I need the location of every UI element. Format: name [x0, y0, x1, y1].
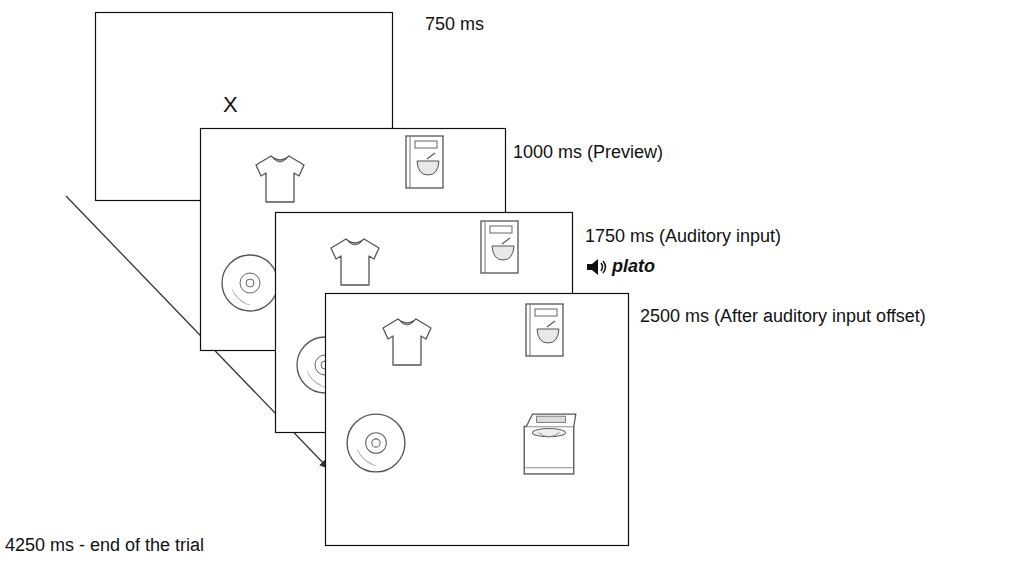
duration-label: 1000 ms (Preview) [513, 142, 663, 164]
duration-label: 750 ms [425, 14, 484, 36]
offset-screen [326, 294, 629, 546]
washer-picture [524, 414, 576, 474]
shirt-picture [256, 156, 304, 202]
book-picture [481, 221, 518, 273]
screen-frame: X [95, 12, 393, 201]
fixation-mark: X [223, 92, 238, 118]
cd-picture [222, 255, 278, 311]
duration-label: 1750 ms (Auditory input) [585, 226, 781, 248]
spoken-word: plato [612, 256, 655, 278]
duration-label: 2500 ms (After auditory input offset) [640, 306, 926, 328]
speaker-icon [587, 259, 606, 275]
book-picture [526, 304, 563, 356]
shirt-picture [331, 239, 379, 285]
duration-label: 4250 ms - end of the trial [5, 535, 204, 557]
book-picture [406, 136, 443, 188]
cd-picture [347, 414, 405, 472]
shirt-picture [383, 319, 431, 365]
